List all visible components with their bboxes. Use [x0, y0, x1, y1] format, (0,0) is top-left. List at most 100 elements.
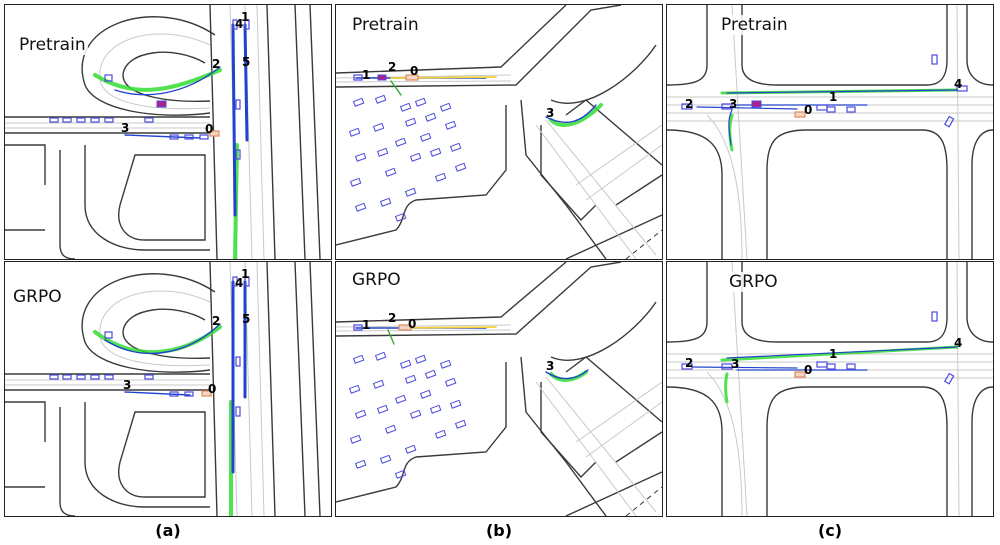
parked-vehicle-box [354, 152, 367, 162]
agent-label: 3 [729, 97, 737, 111]
parked-vehicle-box [379, 454, 392, 464]
parked-vehicle-box [354, 459, 367, 469]
parked-vehicle-box [399, 359, 412, 369]
parked-vehicle-box [454, 162, 467, 172]
caption-a: (a) [155, 521, 181, 540]
panel-b-grpo: 1 2 0 3 GRPO [335, 261, 663, 517]
agent-label: 1 [829, 347, 837, 361]
parked-vehicle-box [449, 399, 462, 409]
parked-vehicle-box [424, 112, 437, 122]
parked-vehicle-box [404, 374, 417, 384]
caption-c: (c) [817, 521, 843, 540]
scene-c-pretrain: 4 1 2 3 0 [667, 5, 993, 259]
parked-vehicle-box [348, 384, 361, 394]
agent-label: 0 [804, 363, 812, 377]
parked-vehicle-box [444, 377, 457, 387]
panel-c-pretrain: 4 1 2 3 0 Pretrain [666, 4, 994, 260]
parked-vehicle-box [376, 404, 389, 414]
agent-label: 4 [954, 336, 962, 350]
panel-title: Pretrain [719, 15, 790, 35]
agent-label: 0 [205, 122, 213, 136]
parked-vehicle-box [409, 409, 422, 419]
scene-a-grpo: 1 4 2 5 3 0 [5, 262, 321, 516]
parked-vehicle-box [372, 379, 385, 389]
parked-vehicle-box [384, 167, 397, 177]
parked-vehicle-box [394, 137, 407, 147]
parked-vehicle-box [348, 127, 361, 137]
agent-label: 0 [408, 317, 416, 331]
agent-label: 1 [362, 318, 370, 332]
agent-label: 3 [121, 121, 129, 135]
panel-a-grpo: 1 4 2 5 3 0 GRPO [4, 261, 332, 517]
panel-b-pretrain: 1 2 0 3 Pretrain [335, 4, 663, 260]
scene-a-pretrain: 1 4 2 5 3 0 [5, 5, 321, 259]
parked-vehicle-box [374, 351, 387, 361]
parked-vehicle-box [424, 369, 437, 379]
agent-label: 2 [685, 97, 693, 111]
agent-label: 3 [546, 359, 554, 373]
agent-label: 5 [242, 55, 250, 69]
panel-title: Pretrain [350, 15, 421, 35]
agent-label: 1 [241, 10, 249, 24]
parked-vehicle-box [429, 147, 442, 157]
parked-vehicle-box [354, 202, 367, 212]
parked-vehicle-box [449, 142, 462, 152]
parked-vehicle-box [404, 187, 417, 197]
scene-c-grpo: 4 1 2 3 0 [667, 262, 993, 516]
parked-vehicle-box [419, 132, 432, 142]
parked-vehicle-box [394, 212, 407, 222]
agent-label: 0 [208, 382, 216, 396]
agent-label: 3 [123, 378, 131, 392]
parked-vehicle-box [394, 394, 407, 404]
parked-vehicle-box [376, 147, 389, 157]
parked-vehicle-box [439, 102, 452, 112]
parked-vehicle-box [429, 404, 442, 414]
panel-title: GRPO [350, 270, 403, 290]
scene-b-grpo: 1 2 0 3 [336, 262, 662, 516]
panel-a-pretrain: 1 4 2 5 3 0 Pretrain [4, 4, 332, 260]
panel-title: GRPO [727, 272, 780, 292]
agent-label: 2 [388, 311, 396, 325]
agent-label: 3 [546, 106, 554, 120]
parked-vehicle-box [409, 152, 422, 162]
parked-vehicle-box [434, 429, 447, 439]
parked-vehicle-box [434, 172, 447, 182]
caption-b: (b) [485, 521, 513, 540]
parked-vehicle-box [349, 177, 362, 187]
agent-label: 4 [235, 276, 243, 290]
parked-vehicle-box [352, 354, 365, 364]
parked-vehicle-box [352, 97, 365, 107]
parked-vehicle-box [404, 117, 417, 127]
parked-vehicle-box [372, 122, 385, 132]
agent-label: 5 [242, 312, 250, 326]
parked-vehicle-box [394, 469, 407, 479]
parked-vehicle-box [354, 409, 367, 419]
parked-vehicle-box [349, 434, 362, 444]
agent-label: 2 [212, 314, 220, 328]
parked-vehicle-box [414, 354, 427, 364]
agent-label: 0 [410, 64, 418, 78]
parked-vehicle-box [439, 359, 452, 369]
agent-label: 1 [829, 90, 837, 104]
agent-label: 4 [954, 77, 962, 91]
agent-label: 2 [212, 57, 220, 71]
parked-vehicle-box [414, 97, 427, 107]
parked-vehicle-box [379, 197, 392, 207]
parked-vehicle-box [444, 120, 457, 130]
scene-b-pretrain: 1 2 0 3 [336, 5, 662, 259]
parked-vehicle-box [404, 444, 417, 454]
agent-label: 1 [241, 267, 249, 281]
panel-c-grpo: 4 1 2 3 0 GRPO [666, 261, 994, 517]
parked-vehicle-box [454, 419, 467, 429]
agent-label: 2 [388, 60, 396, 74]
panel-title: Pretrain [17, 35, 88, 55]
parked-vehicle-box [419, 389, 432, 399]
agent-label: 1 [362, 68, 370, 82]
agent-label: 2 [685, 356, 693, 370]
panel-title: GRPO [11, 287, 64, 307]
parked-vehicle-box [374, 94, 387, 104]
parked-vehicle-box [384, 424, 397, 434]
agent-label: 0 [804, 103, 812, 117]
agent-label: 4 [235, 17, 243, 31]
agent-label: 3 [731, 357, 739, 371]
